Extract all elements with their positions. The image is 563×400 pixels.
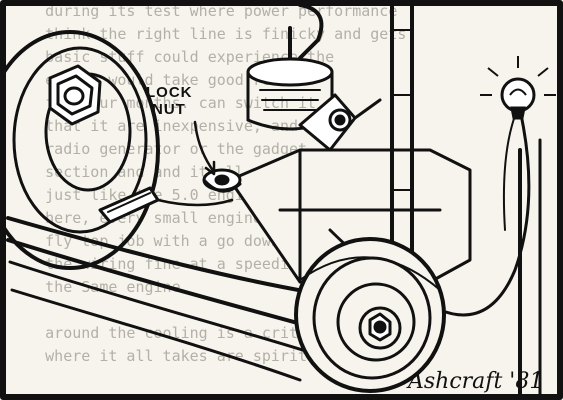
lock-label: LOCK [146, 84, 193, 101]
lock-nut-arrow [193, 120, 216, 174]
lock-nut-icon [202, 168, 242, 193]
light-bulb-icon [480, 56, 556, 120]
pulley-icon [294, 237, 446, 393]
nut-label: NUT [152, 101, 186, 118]
alligator-clip [98, 186, 234, 224]
spark-plug-icon [298, 93, 382, 152]
bolt-icon [48, 64, 102, 126]
artist-signature: Ashcraft '81 [408, 369, 544, 394]
